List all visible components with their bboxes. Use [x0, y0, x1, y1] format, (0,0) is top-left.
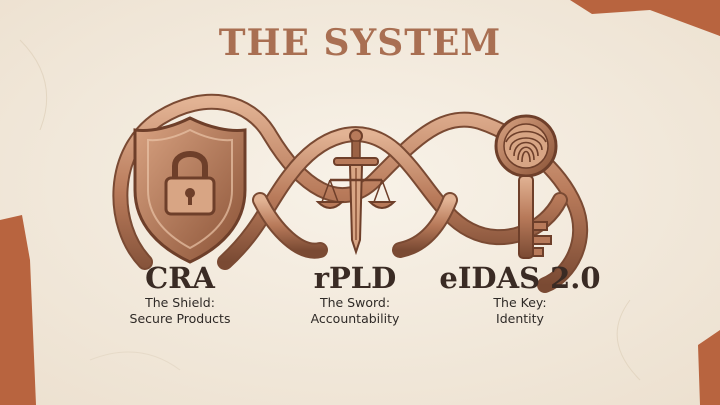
pillar-name: rPLD [313, 261, 397, 295]
pillar-name: eIDAS 2.0 [439, 261, 601, 295]
shield-lock-icon [133, 116, 247, 264]
pillar-description: Secure Products [129, 311, 231, 326]
pillar-rpld: rPLD The Sword: Accountability [290, 261, 420, 327]
pillar-role: The Key: [493, 295, 547, 310]
pillar-description: Identity [496, 311, 544, 326]
sword-scales-icon [315, 129, 397, 256]
pillar-role: The Shield: [145, 295, 215, 310]
pillar-eidas: eIDAS 2.0 The Key: Identity [430, 261, 610, 327]
pillar-cra: CRA The Shield: Secure Products [115, 261, 245, 327]
pillar-name: CRA [145, 261, 215, 295]
pillar-role: The Sword: [319, 295, 391, 310]
pillar-description: Accountability [310, 311, 400, 326]
fingerprint-key-icon [494, 114, 558, 259]
interlocking-rings [112, 93, 589, 293]
slide-title: THE SYSTEM [218, 22, 502, 64]
